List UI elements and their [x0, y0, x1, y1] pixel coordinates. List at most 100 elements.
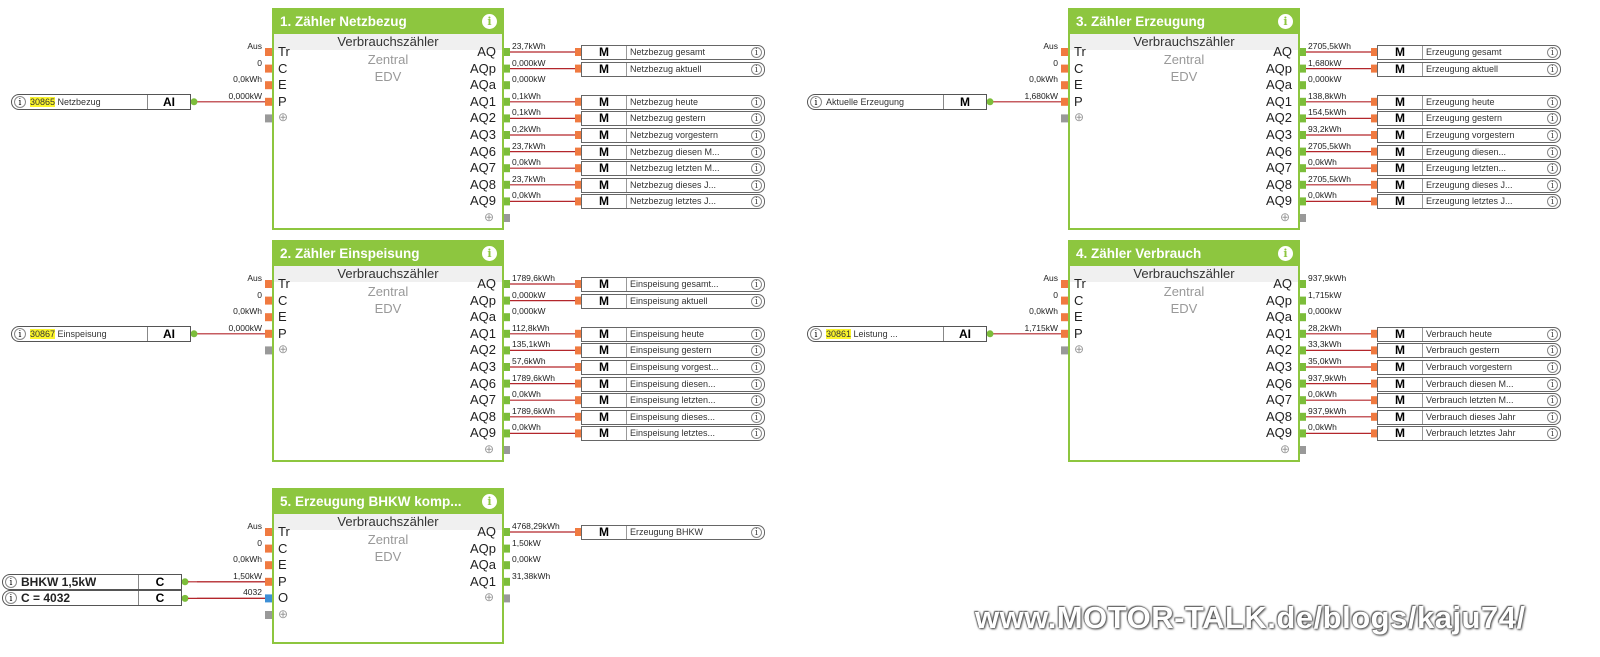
input-port-o[interactable]: O — [278, 590, 289, 606]
output-port-aq8[interactable]: AQ8 — [469, 408, 496, 424]
output-port-aq[interactable]: AQ — [477, 524, 496, 539]
output-port-aq2[interactable]: AQ2 — [1265, 110, 1292, 126]
info-icon[interactable]: i — [1547, 196, 1558, 208]
info-icon[interactable]: i — [751, 328, 762, 340]
input-port-e[interactable]: E — [1074, 77, 1083, 93]
output-port-aq7[interactable]: AQ7 — [1265, 160, 1292, 176]
info-icon[interactable]: i — [1547, 411, 1558, 423]
info-icon[interactable]: i — [751, 527, 762, 538]
info-icon[interactable]: i — [1278, 246, 1293, 261]
output-port-aqa[interactable]: AQa — [469, 309, 496, 325]
input-port-p[interactable]: P — [1074, 325, 1083, 341]
info-icon[interactable]: i — [1547, 113, 1558, 125]
add-input-icon[interactable]: ⊕ — [278, 342, 289, 357]
info-icon[interactable]: i — [751, 345, 762, 357]
add-output-icon[interactable]: ⊕ — [484, 590, 495, 605]
input-port-c[interactable]: C — [1074, 60, 1084, 76]
info-icon[interactable]: i — [751, 428, 762, 440]
info-icon[interactable]: i — [1547, 362, 1558, 373]
info-icon[interactable]: i — [810, 327, 822, 340]
info-icon[interactable]: i — [482, 14, 497, 29]
output-port-aq8[interactable]: AQ8 — [1265, 176, 1292, 192]
info-icon[interactable]: i — [1547, 146, 1558, 158]
output-port-aq[interactable]: AQ — [1273, 276, 1292, 291]
info-icon[interactable]: i — [1547, 179, 1558, 191]
input-port-tr[interactable]: Tr — [1074, 44, 1086, 59]
output-port-aq3[interactable]: AQ3 — [469, 359, 496, 374]
output-port-aqa[interactable]: AQa — [1265, 77, 1292, 93]
info-icon[interactable]: i — [751, 411, 762, 423]
output-port-aq6[interactable]: AQ6 — [1265, 143, 1292, 159]
input-port-e[interactable]: E — [278, 309, 287, 325]
output-port-aq8[interactable]: AQ8 — [1265, 408, 1292, 424]
input-port-e[interactable]: E — [278, 77, 287, 93]
info-icon[interactable]: i — [1547, 395, 1558, 407]
output-port-aq2[interactable]: AQ2 — [469, 110, 496, 126]
add-input-icon[interactable]: ⊕ — [278, 110, 289, 125]
output-port-aq6[interactable]: AQ6 — [469, 375, 496, 391]
info-icon[interactable]: i — [482, 494, 497, 509]
info-icon[interactable]: i — [751, 113, 762, 125]
add-input-icon[interactable]: ⊕ — [1074, 110, 1085, 125]
add-output-icon[interactable]: ⊕ — [1280, 442, 1291, 456]
info-icon[interactable]: i — [751, 295, 762, 307]
info-icon[interactable]: i — [5, 592, 17, 605]
info-icon[interactable]: i — [810, 95, 822, 108]
output-port-aq2[interactable]: AQ2 — [1265, 342, 1292, 358]
add-output-icon[interactable]: ⊕ — [484, 210, 495, 224]
add-output-icon[interactable]: ⊕ — [1280, 210, 1291, 224]
output-port-aqp[interactable]: AQp — [1265, 292, 1292, 308]
output-port-aq9[interactable]: AQ9 — [1265, 193, 1292, 209]
output-port-aq1[interactable]: AQ1 — [1265, 325, 1292, 341]
output-port-aq[interactable]: AQ — [477, 276, 496, 291]
output-port-aq7[interactable]: AQ7 — [1265, 392, 1292, 408]
output-port-aq1[interactable]: AQ1 — [469, 325, 496, 341]
info-icon[interactable]: i — [1278, 14, 1293, 29]
info-icon[interactable]: i — [751, 163, 762, 175]
info-icon[interactable]: i — [5, 575, 17, 588]
info-icon[interactable]: i — [1547, 47, 1558, 58]
output-port-aq3[interactable]: AQ3 — [469, 127, 496, 142]
output-port-aq1[interactable]: AQ1 — [469, 93, 496, 109]
info-icon[interactable]: i — [1547, 378, 1558, 390]
output-port-aqa[interactable]: AQa — [469, 557, 496, 573]
info-icon[interactable]: i — [1547, 130, 1558, 141]
block-title[interactable]: 5. Erzeugung BHKW komp...i — [274, 490, 502, 514]
output-port-aqp[interactable]: AQp — [469, 292, 496, 308]
info-icon[interactable]: i — [751, 146, 762, 158]
input-port-p[interactable]: P — [1074, 93, 1083, 109]
output-port-aqa[interactable]: AQa — [469, 77, 496, 93]
output-port-aq7[interactable]: AQ7 — [469, 160, 496, 176]
info-icon[interactable]: i — [751, 362, 762, 373]
output-port-aqp[interactable]: AQp — [1265, 60, 1292, 76]
info-icon[interactable]: i — [1547, 428, 1558, 440]
